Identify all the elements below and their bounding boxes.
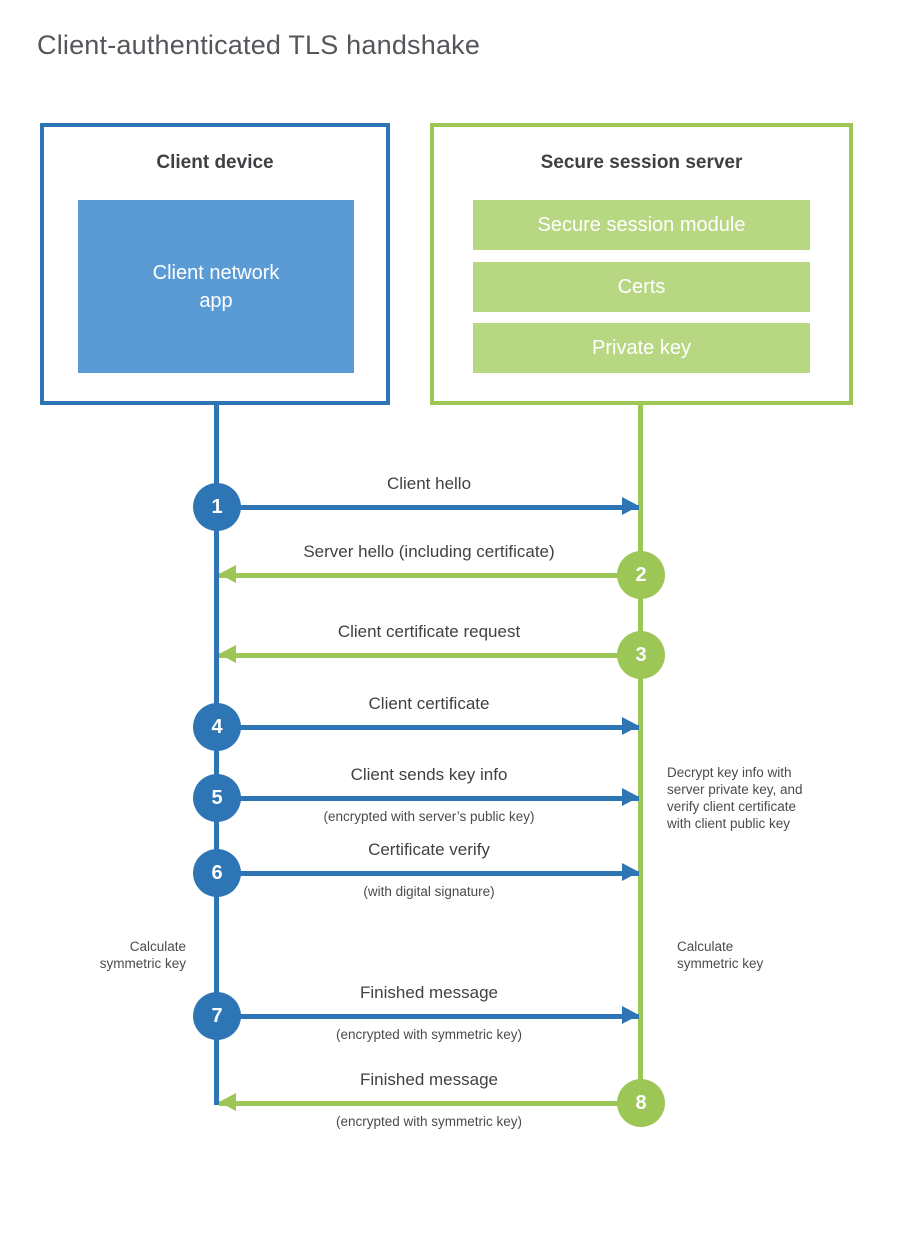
arrow-right-icon [622, 1006, 639, 1024]
arrow-shaft [217, 871, 639, 876]
arrow-left-icon [219, 645, 236, 663]
step-2-badge: 2 [617, 551, 665, 599]
step-7-label: Finished message [360, 983, 498, 1002]
arrow-right-icon [622, 717, 639, 735]
step-6-label: Certificate verify [368, 840, 490, 859]
client-lifeline [214, 405, 219, 1105]
step-3-badge: 3 [617, 631, 665, 679]
arrow-shaft [219, 653, 639, 658]
step-4-label: Client certificate [368, 694, 490, 713]
step-6-sublabel: (with digital signature) [363, 884, 495, 899]
step-8-badge: 8 [617, 1079, 665, 1127]
step-4-badge: 4 [193, 703, 241, 751]
secure-session-server-title: Secure session server [540, 152, 743, 173]
step-7-badge: 7 [193, 992, 241, 1040]
step-5-badge: 5 [193, 774, 241, 822]
server-module-secure-session: Secure session module [473, 200, 810, 250]
client-device-title: Client device [156, 152, 274, 173]
step-1-label: Client hello [386, 474, 472, 493]
step-6-badge: 6 [193, 849, 241, 897]
step-1-badge: 1 [193, 483, 241, 531]
arrow-left-icon [219, 1093, 236, 1111]
step-8-label: Finished message [360, 1070, 498, 1089]
arrow-right-icon [622, 497, 639, 515]
arrow-shaft [219, 1101, 639, 1106]
step-7-sublabel: (encrypted with symmetric key) [335, 1027, 523, 1042]
arrow-shaft [217, 505, 639, 510]
arrow-left-icon [219, 565, 236, 583]
server-module-private-key: Private key [473, 323, 810, 373]
decrypt-key-note: Decrypt key info with server private key… [667, 765, 803, 831]
step-8-sublabel: (encrypted with symmetric key) [335, 1114, 523, 1129]
step-5-sublabel: (encrypted with server’s public key) [323, 809, 535, 824]
arrow-shaft [219, 573, 639, 578]
arrow-shaft [217, 725, 639, 730]
step-2-label: Server hello (including certificate) [303, 542, 555, 561]
arrow-right-icon [622, 788, 639, 806]
step-5-label: Client sends key info [350, 765, 508, 784]
calculate-symmetric-key-note-client: Calculate symmetric key [99, 939, 186, 971]
arrow-shaft [217, 1014, 639, 1019]
client-network-app-box: Client network app [78, 200, 354, 373]
arrow-shaft [217, 796, 639, 801]
server-lifeline [638, 405, 643, 1117]
page-title: Client-authenticated TLS handshake [37, 30, 481, 60]
step-3-label: Client certificate request [337, 622, 521, 641]
server-module-certs: Certs [473, 262, 810, 312]
calculate-symmetric-key-note-server: Calculate symmetric key [677, 939, 764, 971]
arrow-right-icon [622, 863, 639, 881]
